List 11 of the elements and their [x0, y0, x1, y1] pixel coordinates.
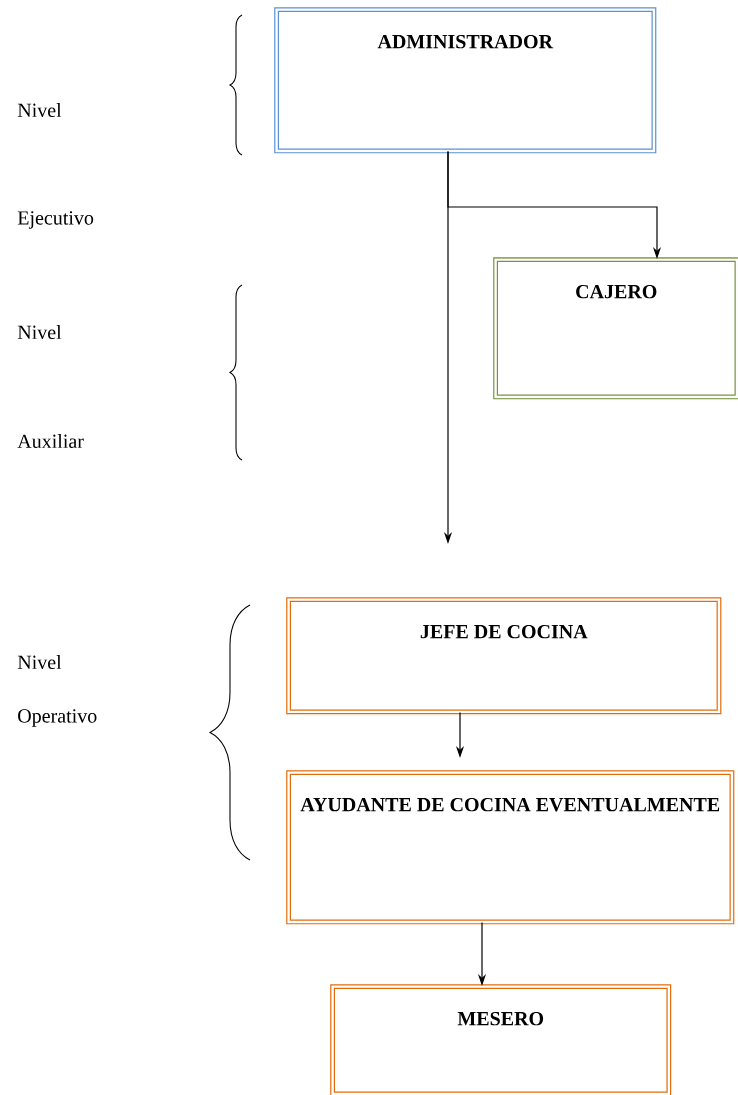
org-box: JEFE DE COCINA [286, 597, 722, 715]
level-label: Operativo [18, 709, 97, 727]
level-label: Nivel [17, 325, 62, 340]
org-box: AYUDANTE DE COCINA EVENTUALMENTE [286, 770, 735, 925]
level-label: Nivel [17, 103, 62, 118]
level-label: Ejecutivo [17, 211, 94, 229]
org-box: ADMINISTRADOR [274, 7, 657, 154]
org-box: MESERO [330, 984, 672, 1095]
level-label: Nivel [17, 655, 62, 670]
org-box: CAJERO [493, 257, 738, 400]
level-label: Auxiliar [17, 434, 84, 449]
